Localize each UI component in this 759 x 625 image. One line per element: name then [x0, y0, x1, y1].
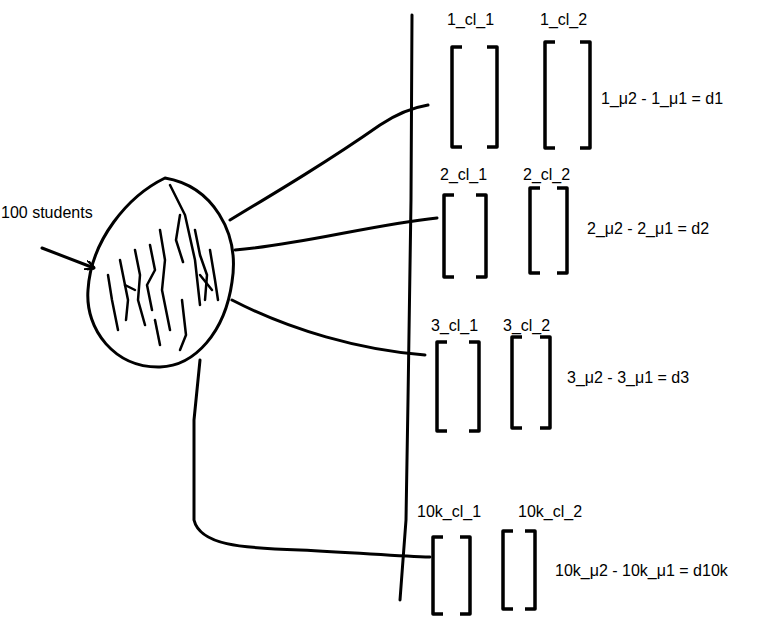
cluster-label: 1_cl_2 [540, 11, 587, 29]
cluster-label: 3_cl_2 [503, 317, 550, 335]
sample-line [232, 300, 425, 355]
sample-line [194, 360, 430, 557]
cluster-label: 3_cl_1 [431, 317, 478, 335]
divider-line [400, 15, 412, 600]
difference-formula: 1_μ2 - 1_μ1 = d1 [601, 90, 723, 108]
cluster-label: 10k_cl_2 [518, 503, 582, 521]
cluster-label: 10k_cl_1 [417, 503, 481, 521]
group-label: 100 students [1, 204, 93, 222]
difference-formula: 3_μ2 - 3_μ1 = d3 [567, 369, 689, 387]
sample-line [235, 218, 437, 250]
input-arrow [42, 248, 94, 268]
difference-formula: 10k_μ2 - 10k_μ1 = d10k [555, 562, 728, 580]
difference-formula: 2_μ2 - 2_μ1 = d2 [587, 220, 709, 238]
scribbles [108, 185, 218, 350]
cluster-label: 1_cl_1 [447, 11, 494, 29]
student-blob [88, 178, 234, 367]
cluster-label: 2_cl_2 [523, 166, 570, 184]
cluster-label: 2_cl_1 [440, 166, 487, 184]
sample-line [230, 105, 428, 220]
